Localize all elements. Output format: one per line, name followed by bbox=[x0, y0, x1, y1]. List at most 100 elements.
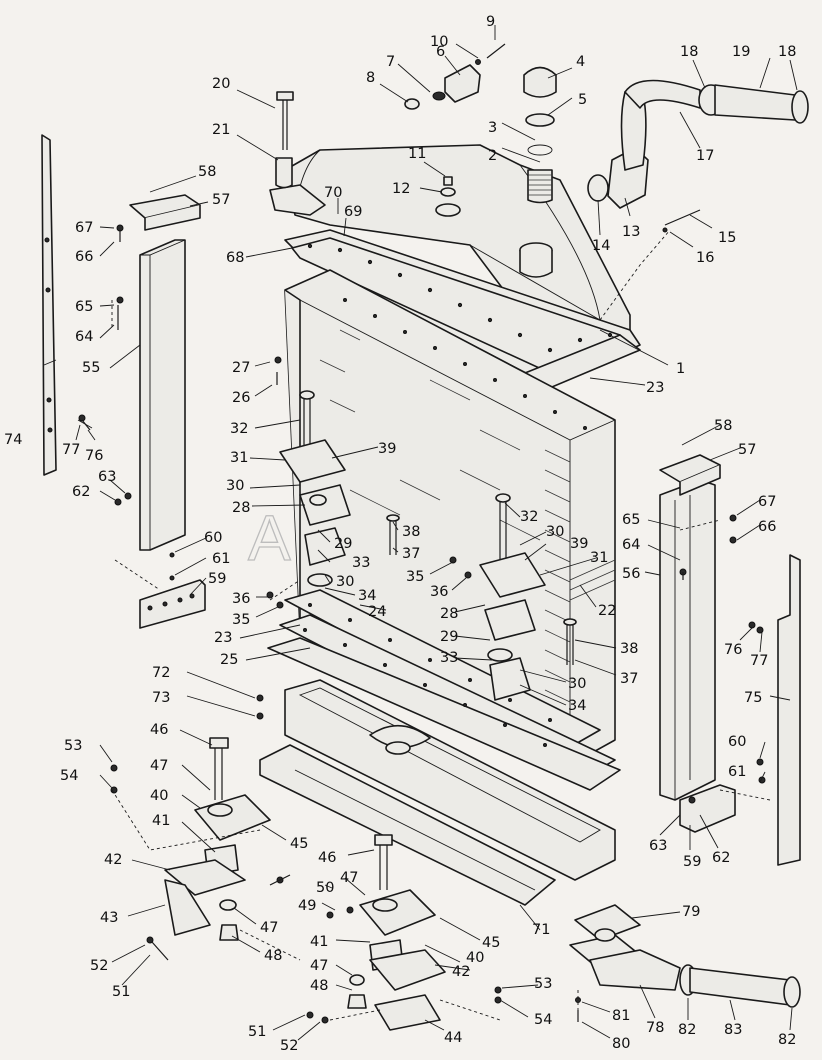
callout-51-left: 51 bbox=[112, 984, 130, 1000]
callout-66-left: 66 bbox=[75, 249, 93, 265]
callout-33-left: 33 bbox=[352, 555, 370, 571]
callout-52-left: 52 bbox=[90, 958, 108, 974]
callout-32-right: 32 bbox=[520, 509, 538, 525]
callout-49: 49 bbox=[298, 898, 316, 914]
callout-50: 50 bbox=[316, 880, 334, 896]
callout-47-lower-right: 47 bbox=[310, 958, 328, 974]
bolt-20-spacer-21 bbox=[275, 91, 294, 189]
lower-gaskets bbox=[267, 589, 621, 791]
callout-28-left: 28 bbox=[232, 500, 250, 516]
left-upper-mount bbox=[279, 390, 400, 587]
callout-35-left: 35 bbox=[232, 612, 250, 628]
callout-52-right: 52 bbox=[280, 1038, 298, 1054]
callout-15: 15 bbox=[718, 230, 736, 246]
callout-19: 19 bbox=[732, 44, 750, 60]
callout-42-right: 42 bbox=[452, 964, 470, 980]
callout-4: 4 bbox=[576, 54, 585, 70]
callout-7: 7 bbox=[386, 54, 395, 70]
callout-numbers: 1 2 3 4 5 6 7 8 9 10 11 12 13 14 15 16 1… bbox=[4, 14, 796, 1054]
callout-81: 81 bbox=[612, 1008, 630, 1024]
callout-20: 20 bbox=[212, 76, 230, 92]
bottom-tank bbox=[284, 679, 616, 881]
callout-53-right: 53 bbox=[534, 976, 552, 992]
callout-48-left: 48 bbox=[264, 948, 282, 964]
top-inlet-elbow bbox=[404, 43, 506, 197]
left-lower-mount bbox=[164, 737, 271, 941]
callout-35-right: 35 bbox=[406, 569, 424, 585]
callout-11: 11 bbox=[408, 146, 426, 162]
callout-40-right: 40 bbox=[466, 950, 484, 966]
callout-76-right: 76 bbox=[724, 642, 742, 658]
callout-64-right: 64 bbox=[622, 537, 640, 553]
callout-48-right: 48 bbox=[310, 978, 328, 994]
callout-59-left: 59 bbox=[208, 571, 226, 587]
bottom-outlet-pipe bbox=[569, 904, 801, 1022]
callout-39-left: 39 bbox=[378, 441, 396, 457]
callout-82-right: 82 bbox=[778, 1032, 796, 1048]
leader-lines bbox=[75, 25, 798, 1041]
callout-26: 26 bbox=[232, 390, 250, 406]
callout-36-right: 36 bbox=[430, 584, 448, 600]
callout-25: 25 bbox=[220, 652, 238, 668]
callout-56: 56 bbox=[622, 566, 640, 582]
callout-37-right: 37 bbox=[620, 671, 638, 687]
callout-46-right: 46 bbox=[318, 850, 336, 866]
callout-23-lower: 23 bbox=[214, 630, 232, 646]
callout-68: 68 bbox=[226, 250, 244, 266]
callout-83: 83 bbox=[724, 1022, 742, 1038]
right-strip-75 bbox=[777, 554, 801, 866]
callout-14: 14 bbox=[592, 238, 610, 254]
callout-6: 6 bbox=[436, 44, 445, 60]
callout-8: 8 bbox=[366, 70, 375, 86]
lower-guard-71 bbox=[259, 744, 556, 906]
callout-16: 16 bbox=[696, 250, 714, 266]
callout-61-left: 61 bbox=[212, 551, 230, 567]
callout-51-right: 51 bbox=[248, 1024, 266, 1040]
callout-10: 10 bbox=[430, 34, 448, 50]
callout-63-left: 63 bbox=[98, 469, 116, 485]
callout-22: 22 bbox=[598, 603, 616, 619]
callout-13: 13 bbox=[622, 224, 640, 240]
callout-21: 21 bbox=[212, 122, 230, 138]
callout-28-right: 28 bbox=[440, 606, 458, 622]
callout-62-right: 62 bbox=[712, 850, 730, 866]
callout-77-left: 77 bbox=[62, 442, 80, 458]
outlet-pipe bbox=[587, 79, 809, 233]
callout-31-right: 31 bbox=[590, 550, 608, 566]
callout-31-left: 31 bbox=[230, 450, 248, 466]
callout-40-left: 40 bbox=[150, 788, 168, 804]
guard-inner-line bbox=[294, 769, 536, 891]
callout-36-left: 36 bbox=[232, 591, 250, 607]
callout-57-left: 57 bbox=[212, 192, 230, 208]
callout-38-left: 38 bbox=[402, 524, 420, 540]
callout-29-left: 29 bbox=[334, 536, 352, 552]
callout-73: 73 bbox=[152, 690, 170, 706]
callout-5: 5 bbox=[578, 92, 587, 108]
callout-66-right: 66 bbox=[758, 519, 776, 535]
callout-23-upper: 23 bbox=[646, 380, 664, 396]
callout-76-left: 76 bbox=[85, 448, 103, 464]
callout-62-left: 62 bbox=[72, 484, 90, 500]
callout-69: 69 bbox=[344, 204, 362, 220]
callout-41-right: 41 bbox=[310, 934, 328, 950]
callout-47-upper-left: 47 bbox=[150, 758, 168, 774]
callout-57-right: 57 bbox=[738, 442, 756, 458]
callout-30-right-upper: 30 bbox=[546, 524, 564, 540]
callout-30-left-lower: 30 bbox=[336, 574, 354, 590]
callout-9: 9 bbox=[486, 14, 495, 30]
callout-47-upper-right: 47 bbox=[340, 870, 358, 886]
callout-71: 71 bbox=[532, 922, 550, 938]
callout-46-left: 46 bbox=[150, 722, 168, 738]
callout-37-left: 37 bbox=[402, 546, 420, 562]
callout-38-right: 38 bbox=[620, 641, 638, 657]
callout-64-left: 64 bbox=[75, 329, 93, 345]
callout-12: 12 bbox=[392, 181, 410, 197]
callout-43: 43 bbox=[100, 910, 118, 926]
callout-65-left: 65 bbox=[75, 299, 93, 315]
assembly-lines bbox=[111, 229, 771, 1021]
small-fasteners bbox=[78, 224, 766, 1024]
callout-61-right: 61 bbox=[728, 764, 746, 780]
callout-80: 80 bbox=[612, 1036, 630, 1052]
